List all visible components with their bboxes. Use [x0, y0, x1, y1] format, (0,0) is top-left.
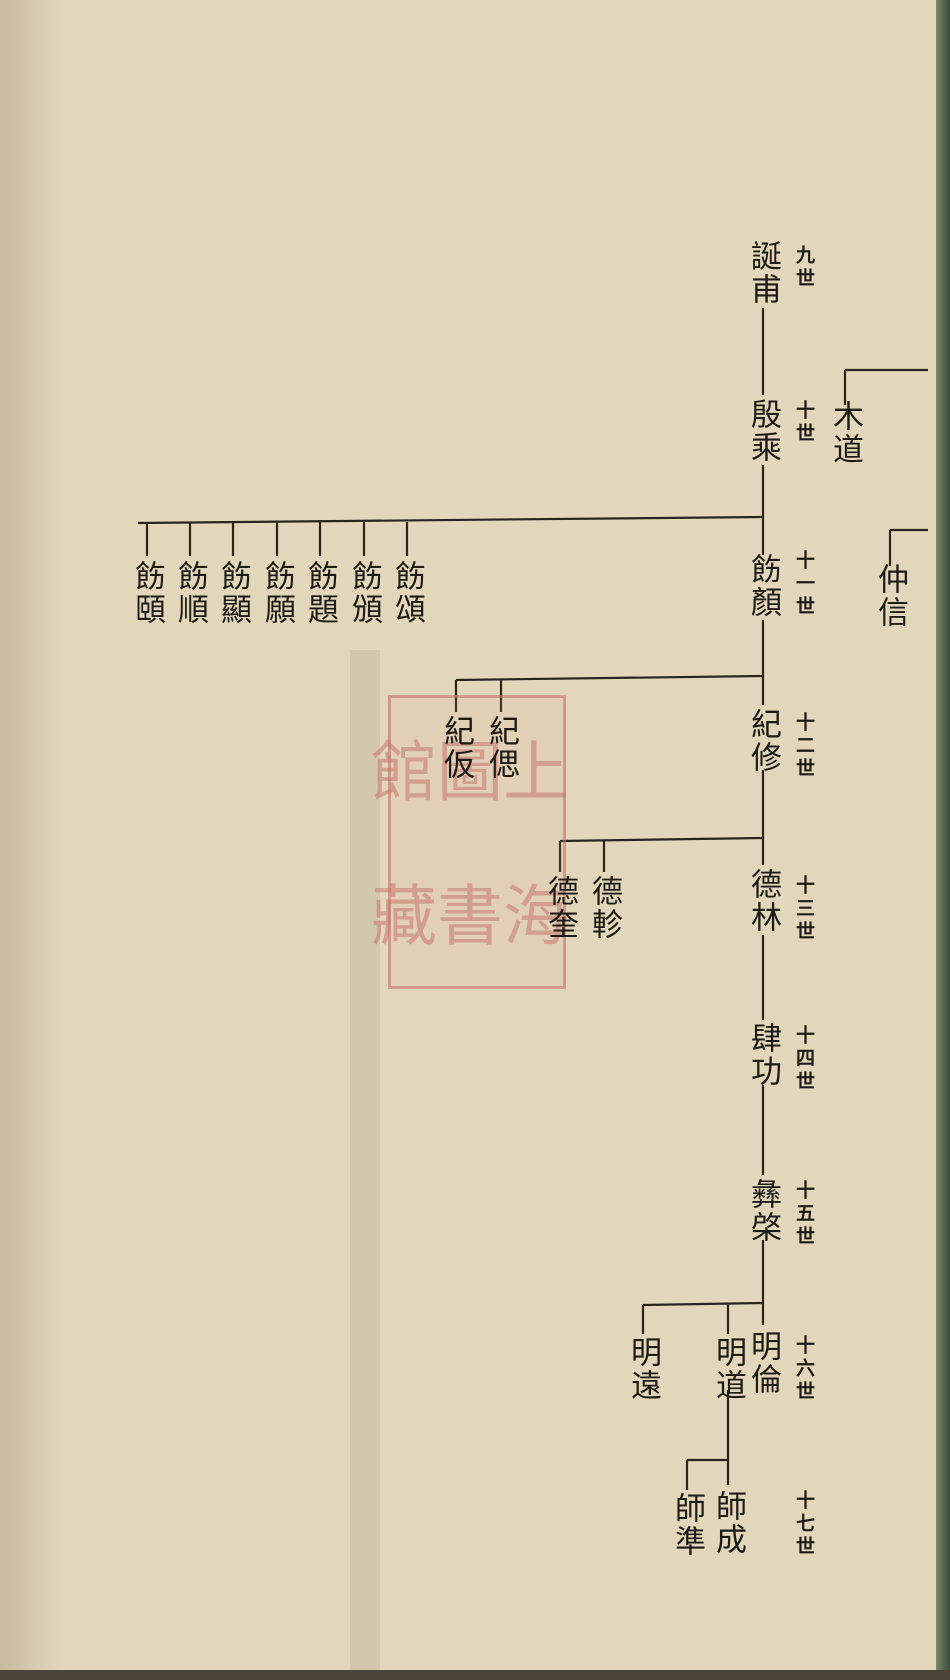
- book-edge: [936, 0, 950, 1680]
- branch-name: 紀偲: [483, 715, 519, 781]
- main-line-name: 彝棨: [745, 1178, 781, 1244]
- branch-name: 仲信: [872, 563, 908, 629]
- main-line-name: 肆功: [745, 1022, 781, 1088]
- seal-char: 藏: [360, 881, 437, 947]
- branch-line: [455, 674, 764, 682]
- main-line-name: 誕甫: [745, 240, 781, 306]
- main-line-name: 德林: [745, 868, 781, 934]
- seal-char: 海: [492, 881, 569, 947]
- main-line-name: 明倫: [745, 1330, 781, 1396]
- branch-name: 飭願: [259, 560, 295, 626]
- generation-label: 十六世: [793, 1335, 815, 1404]
- main-line-name: 師成: [710, 1490, 746, 1556]
- branch-name: 紀仮: [438, 715, 474, 781]
- seal-char: 館: [360, 737, 437, 803]
- page-bottom-edge: [0, 1670, 950, 1680]
- branch-name: 飭頤: [129, 560, 165, 626]
- branch-name: 明遠: [625, 1336, 661, 1402]
- branch-line: [642, 1301, 764, 1307]
- seal-char: 書: [426, 881, 503, 947]
- main-line-name: 紀修: [745, 708, 781, 774]
- branch-name: 明道: [710, 1336, 746, 1402]
- generation-label: 十四世: [793, 1025, 815, 1094]
- seal-text: 上 海 圖 書 館 藏: [360, 698, 569, 986]
- seal-char: 上: [492, 737, 569, 803]
- branch-name: 飭題: [302, 560, 338, 626]
- branch-line: [559, 836, 764, 843]
- ink-bleed-through: [350, 650, 380, 1670]
- generation-label: 十七世: [793, 1490, 815, 1559]
- page-gutter-shadow: [0, 0, 60, 1680]
- generation-label: 十世: [793, 400, 815, 446]
- library-seal: 上 海 圖 書 館 藏: [360, 695, 569, 989]
- seal-char: 圖: [426, 737, 503, 803]
- generation-label: 十二世: [793, 712, 815, 781]
- branch-name: 飭頌: [389, 560, 425, 626]
- generation-label: 十一世: [793, 550, 815, 619]
- generation-label: 十五世: [793, 1180, 815, 1249]
- branch-name: 飭顯: [215, 560, 251, 626]
- branch-name: 師準: [669, 1492, 705, 1558]
- branch-line: [137, 515, 764, 525]
- main-line-name: 飭顏: [745, 553, 781, 619]
- generation-label: 十三世: [793, 875, 815, 944]
- branch-name: 飭頒: [346, 560, 382, 626]
- branch-name: 木道: [827, 400, 863, 466]
- branch-name: 德軫: [586, 875, 622, 941]
- main-line-name: 殷乘: [745, 398, 781, 464]
- generation-label: 九世: [793, 245, 815, 291]
- branch-name: 德奎: [542, 875, 578, 941]
- branch-name: 飭順: [172, 560, 208, 626]
